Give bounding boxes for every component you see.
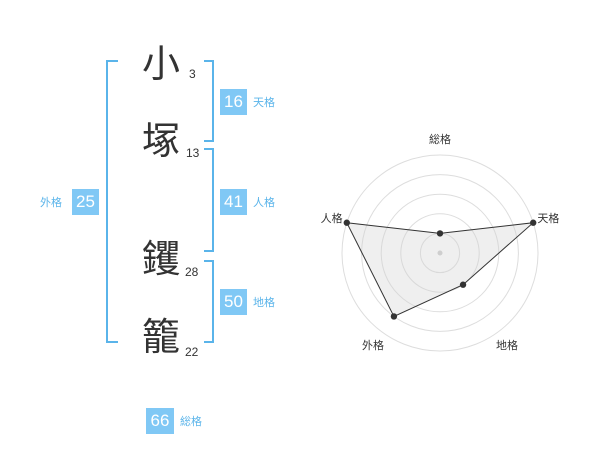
stroke-count-4: 22	[185, 345, 199, 359]
name-char-4: 籠	[142, 315, 181, 359]
gaikaku-label: 外格	[40, 196, 62, 209]
radar-axis-label-5: 人格	[321, 211, 343, 225]
tenkaku-bracket	[204, 60, 214, 142]
chikaku-label: 地格	[253, 296, 275, 309]
radar-ring-2	[400, 213, 480, 293]
radar-axis-label-3: 地格	[496, 338, 518, 352]
radar-point-3	[459, 281, 467, 288]
soukaku-value: 66	[146, 408, 174, 434]
radar-point-2	[530, 219, 537, 226]
radar-point-5	[343, 219, 350, 226]
radar-point-4	[390, 313, 398, 320]
radar-series	[343, 219, 537, 320]
radar-point-1	[436, 230, 444, 237]
chikaku-value: 50	[220, 289, 247, 315]
radar-axis-label-2: 天格	[537, 211, 559, 225]
gaikaku-bracket	[106, 60, 118, 343]
radar-axis-label-4: 外格	[362, 338, 384, 352]
tenkaku-value: 16	[220, 89, 247, 115]
stroke-count-3: 28	[185, 265, 199, 279]
radar-axis-label-1: 総格	[429, 132, 451, 146]
radar-polygon	[345, 222, 535, 318]
stroke-count-2: 13	[186, 146, 200, 160]
tenkaku-label: 天格	[253, 96, 275, 109]
radar-ring-5	[341, 154, 539, 352]
soukaku-label: 総格	[180, 415, 202, 428]
jinkaku-bracket	[204, 148, 214, 252]
name-char-1: 小	[142, 42, 181, 86]
name-char-2: 塚	[142, 119, 181, 163]
name-char-3: 钁	[142, 237, 181, 281]
gaikaku-value: 25	[72, 189, 99, 215]
jinkaku-label: 人格	[253, 196, 275, 209]
jinkaku-value: 41	[220, 189, 247, 215]
stroke-count-1: 3	[189, 67, 196, 81]
radar-center-dot	[437, 250, 443, 256]
chikaku-bracket	[204, 260, 214, 343]
